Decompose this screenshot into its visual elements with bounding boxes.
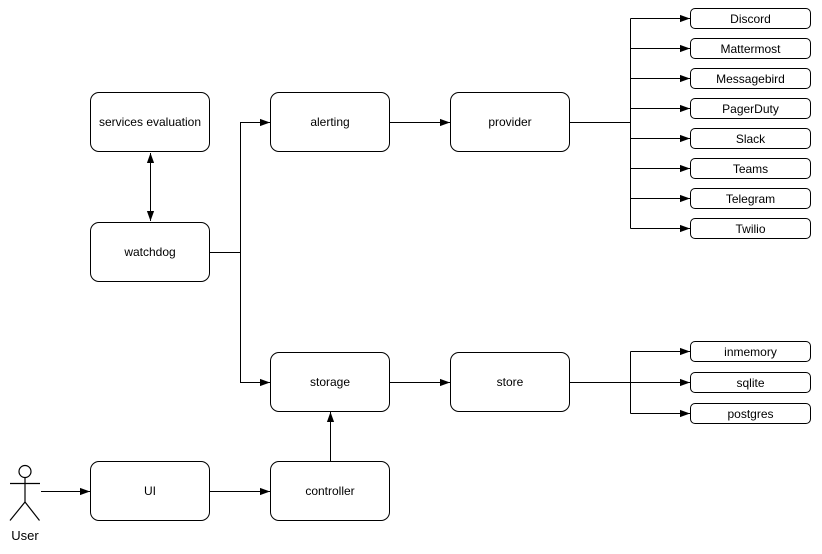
edge-provider-trunk: [570, 18, 631, 229]
edge-store-trunk: [570, 351, 631, 414]
node-telegram: Telegram: [690, 188, 811, 209]
edge-watchdog-alerting: [210, 118, 270, 253]
node-inmemory: inmemory: [690, 341, 811, 362]
node-controller: controller: [270, 461, 390, 521]
user-actor-label: User: [11, 528, 39, 543]
node-storage: storage: [270, 352, 390, 412]
node-slack: Slack: [690, 128, 811, 149]
node-ui: UI: [90, 461, 210, 521]
node-store: store: [450, 352, 570, 412]
node-sqlite: sqlite: [690, 372, 811, 393]
user-actor-icon: [9, 464, 40, 521]
node-services-evaluation: services evaluation: [90, 92, 210, 152]
node-twilio: Twilio: [690, 218, 811, 239]
node-provider: provider: [450, 92, 570, 152]
node-postgres: postgres: [690, 403, 811, 424]
node-teams: Teams: [690, 158, 811, 179]
edge-watchdog-storage: [240, 252, 270, 387]
node-messagebird: Messagebird: [690, 68, 811, 89]
node-mattermost: Mattermost: [690, 38, 811, 59]
node-pagerduty: PagerDuty: [690, 98, 811, 119]
node-discord: Discord: [690, 8, 811, 29]
node-watchdog: watchdog: [90, 222, 210, 282]
node-alerting: alerting: [270, 92, 390, 152]
